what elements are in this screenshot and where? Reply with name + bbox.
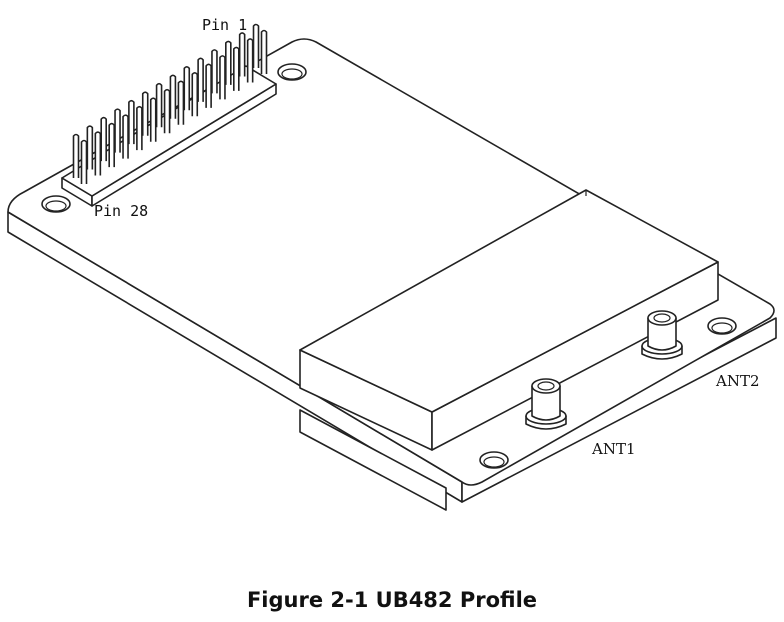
header-pin bbox=[80, 139, 88, 184]
header-pin bbox=[211, 49, 218, 94]
header-pin bbox=[94, 131, 102, 176]
header-pin bbox=[205, 63, 212, 108]
header-pin bbox=[141, 91, 149, 136]
ant2-label: ANT2 bbox=[715, 372, 760, 390]
mounting-holes bbox=[41, 63, 737, 469]
mounting-hole-left bbox=[41, 195, 71, 213]
header-pin bbox=[197, 57, 204, 102]
header-pins bbox=[72, 23, 268, 184]
header-pin bbox=[72, 133, 80, 178]
mounting-hole-top bbox=[277, 63, 307, 81]
header-pin bbox=[149, 97, 157, 142]
pcb-board bbox=[7, 38, 777, 503]
pin-header bbox=[61, 23, 277, 207]
header-pin bbox=[225, 40, 232, 85]
shield-box bbox=[299, 189, 719, 451]
pin-1-label: Pin 1 bbox=[202, 16, 247, 34]
header-pin bbox=[177, 80, 185, 125]
header-pin bbox=[128, 99, 135, 145]
underside-block bbox=[299, 409, 447, 511]
ant2-connector bbox=[641, 310, 683, 360]
header-pin bbox=[238, 32, 246, 77]
header-pin bbox=[100, 116, 107, 162]
header-pin bbox=[219, 55, 226, 100]
header-pin bbox=[191, 72, 199, 117]
header-pin bbox=[252, 23, 260, 68]
header-pin bbox=[155, 82, 163, 128]
header-pin bbox=[233, 46, 240, 91]
header-pin bbox=[86, 125, 94, 170]
header-pin bbox=[183, 66, 191, 111]
header-pin bbox=[169, 74, 177, 119]
header-pin bbox=[114, 108, 121, 153]
header-pin bbox=[136, 105, 143, 151]
pin-28-label: Pin 28 bbox=[94, 202, 148, 220]
ub482-module-drawing: Pin 1 Pin 28 ANT1 ANT2 bbox=[7, 16, 777, 511]
ant1-connector bbox=[525, 378, 567, 430]
figure-caption: Figure 2-1 UB482 Profile bbox=[246, 588, 538, 612]
header-pin bbox=[246, 38, 254, 83]
header-pin bbox=[163, 88, 171, 134]
header-pin bbox=[260, 29, 268, 74]
ant1-label: ANT1 bbox=[591, 440, 636, 458]
header-pin bbox=[108, 122, 115, 168]
mounting-hole-right bbox=[707, 317, 737, 335]
header-pin bbox=[122, 114, 129, 159]
mounting-hole-bottom bbox=[479, 451, 509, 469]
